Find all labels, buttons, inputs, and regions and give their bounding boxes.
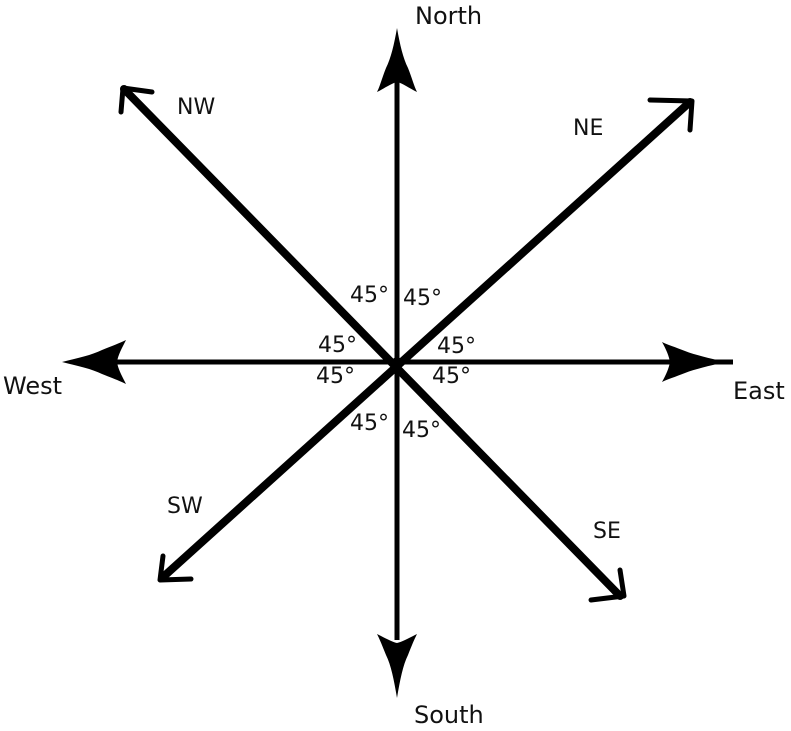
southwest-arrowhead-icon xyxy=(157,553,194,583)
angle-label-s-sw: 45° xyxy=(350,411,389,436)
angle-label-se-s: 45° xyxy=(402,418,441,443)
label-southeast: SE xyxy=(593,519,621,544)
angle-label-w-nw: 45° xyxy=(318,333,357,358)
label-northwest: NW xyxy=(177,95,216,120)
label-northeast: NE xyxy=(573,116,604,141)
angle-label-nw-n: 45° xyxy=(350,283,389,308)
northeast-southwest-axis xyxy=(158,98,694,582)
angle-label-e-se: 45° xyxy=(432,364,471,389)
center-point xyxy=(392,357,402,367)
label-south: South xyxy=(414,701,484,729)
label-north: North xyxy=(415,2,483,30)
south-arrowhead-icon xyxy=(377,634,417,698)
angle-label-n-ne: 45° xyxy=(403,286,442,311)
northwest-southeast-axis xyxy=(120,85,624,600)
northeast-arrowhead-icon xyxy=(647,97,695,133)
angle-label-sw-w: 45° xyxy=(316,364,355,389)
angle-label-ne-e: 45° xyxy=(437,334,476,359)
southeast-arrowhead-icon xyxy=(588,567,627,603)
label-southwest: SW xyxy=(167,494,203,519)
east-arrowhead-icon xyxy=(662,342,725,382)
north-arrowhead-icon xyxy=(377,28,417,92)
label-east: East xyxy=(733,377,785,405)
label-west: West xyxy=(3,372,63,400)
west-arrowhead-icon xyxy=(62,340,126,384)
northwest-arrowhead-icon xyxy=(118,85,155,115)
